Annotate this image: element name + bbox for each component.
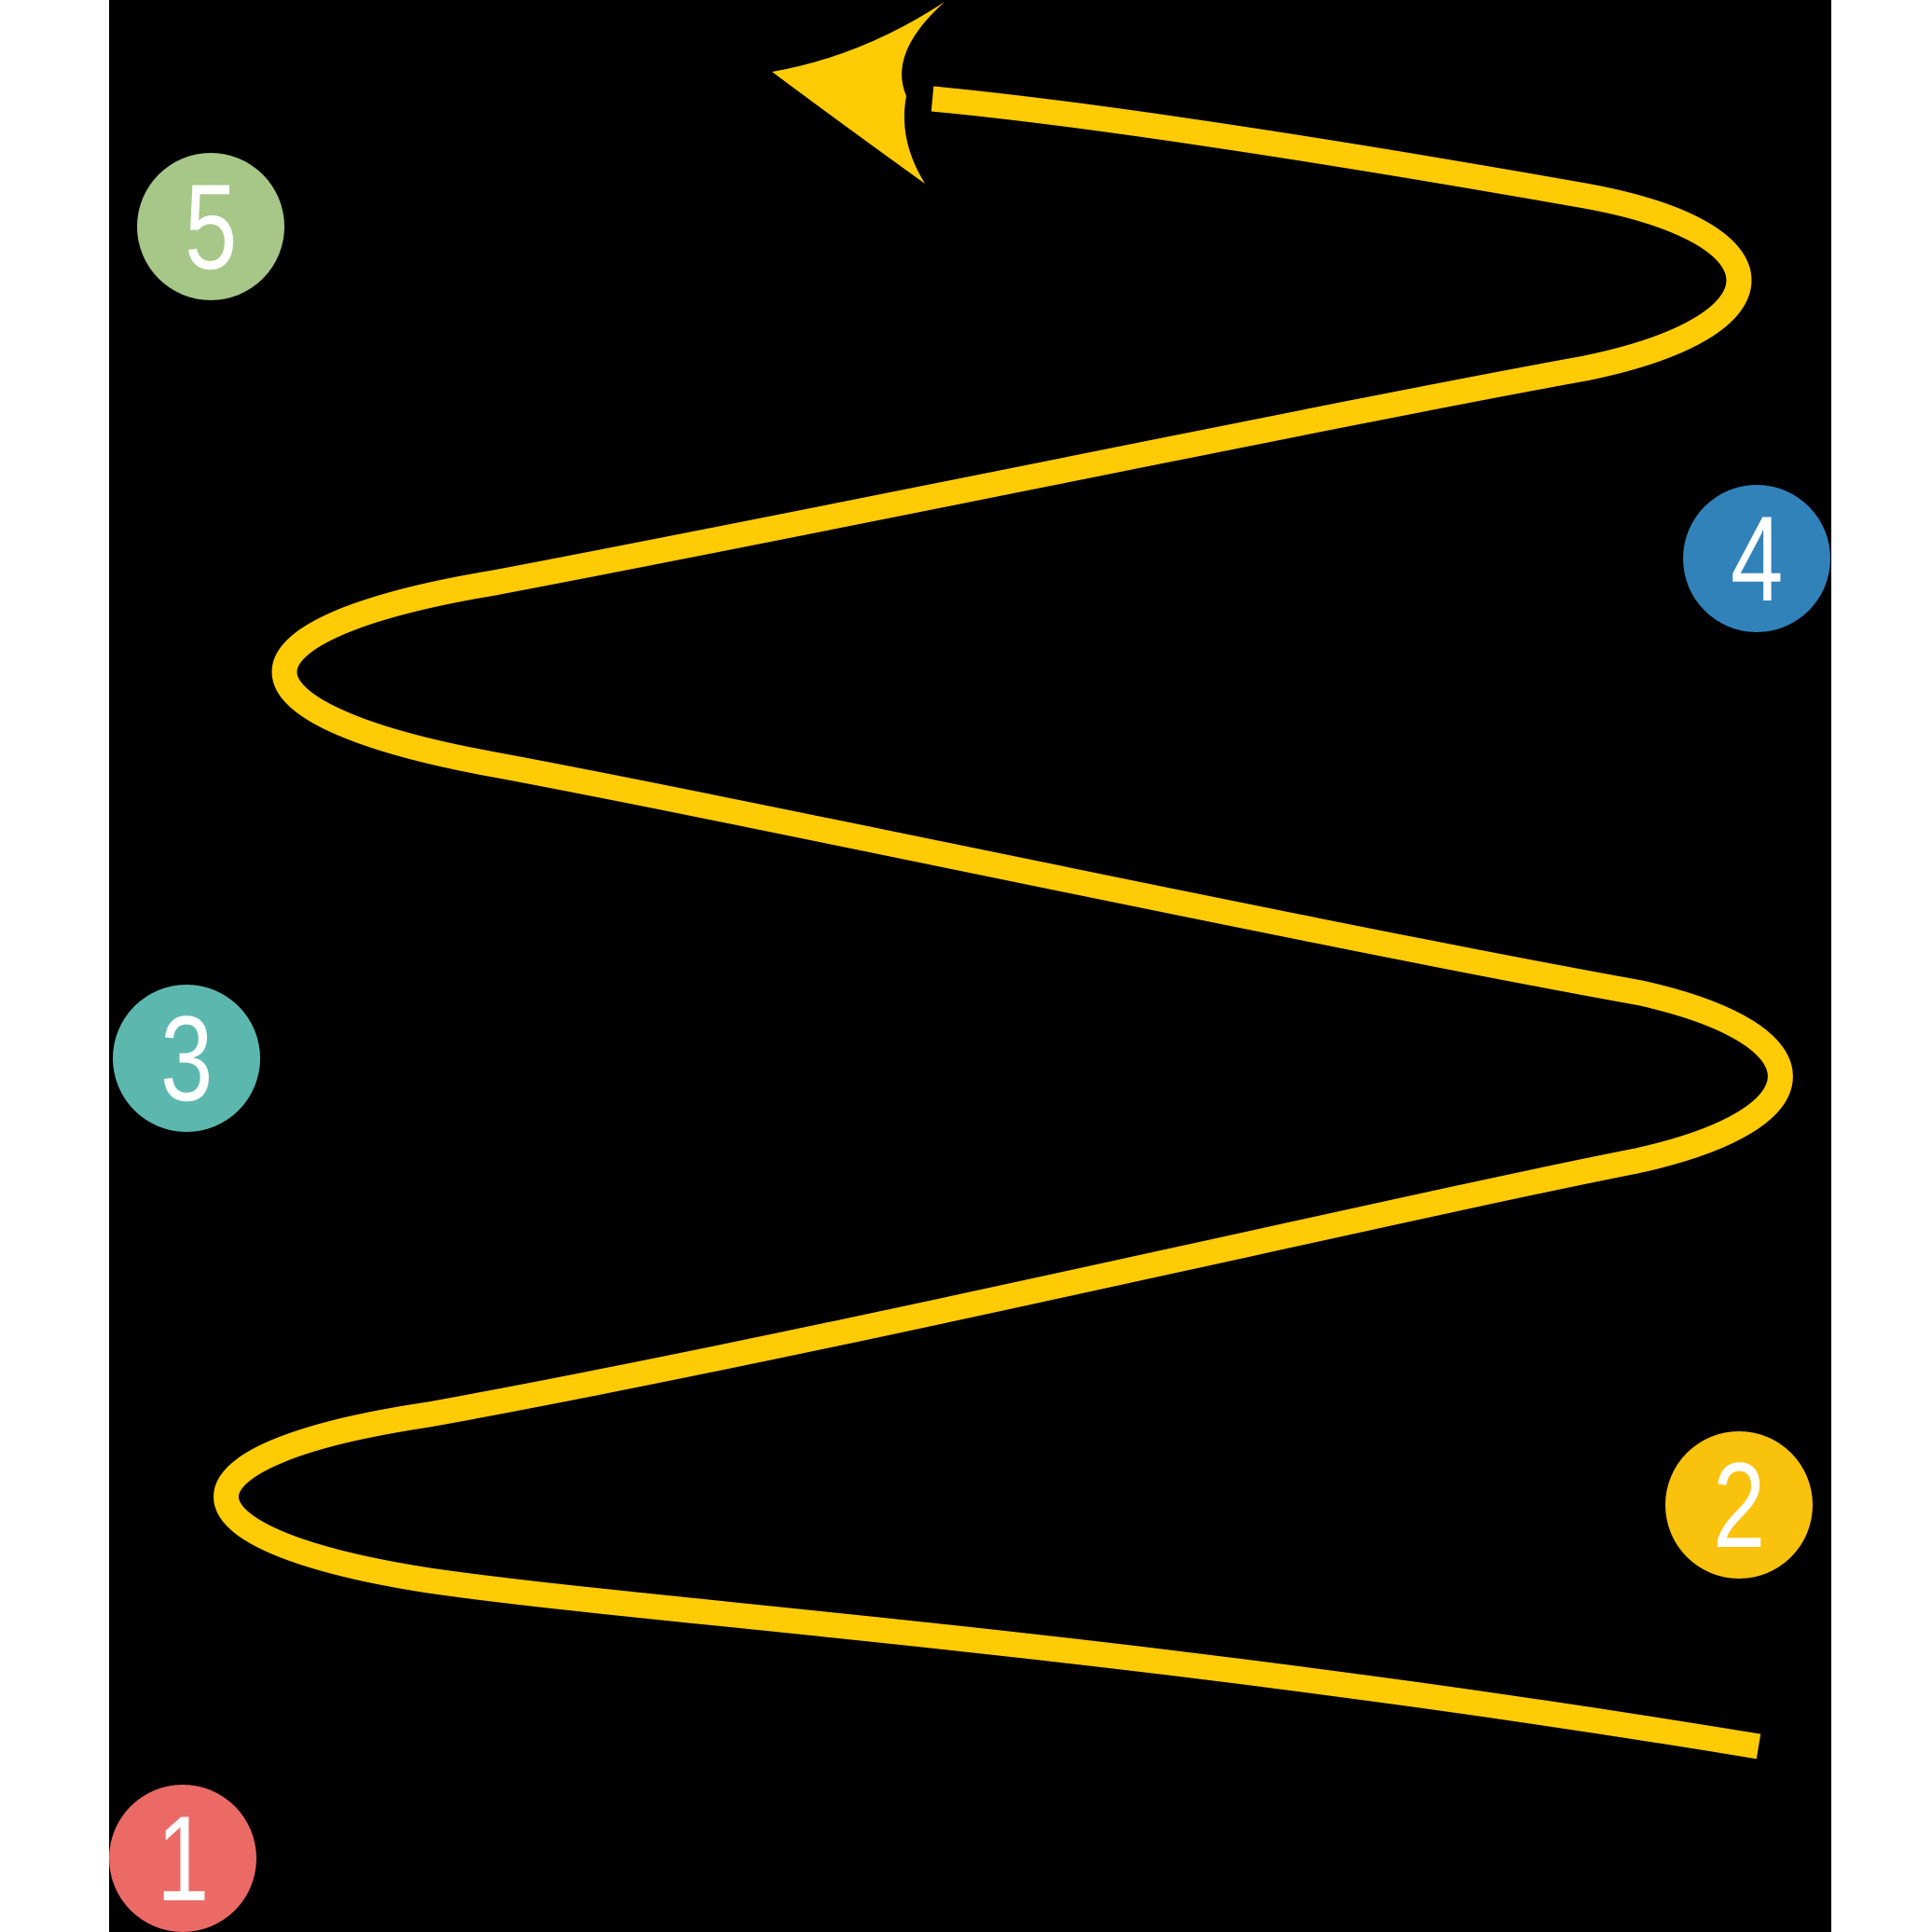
- winding-path-line: [214, 86, 1793, 1760]
- step-number: 3: [159, 990, 214, 1126]
- step-number: 2: [1712, 1437, 1766, 1573]
- arrow-head: [772, 2, 945, 184]
- step-marker-5: 5: [137, 153, 284, 300]
- step-marker-2: 2: [1665, 1431, 1813, 1579]
- step-marker-1: 1: [109, 1785, 256, 1932]
- step-number: 1: [156, 1790, 210, 1926]
- step-number: 4: [1730, 490, 1784, 627]
- step-marker-3: 3: [113, 985, 260, 1132]
- step-number: 5: [184, 159, 238, 295]
- step-marker-4: 4: [1683, 485, 1830, 632]
